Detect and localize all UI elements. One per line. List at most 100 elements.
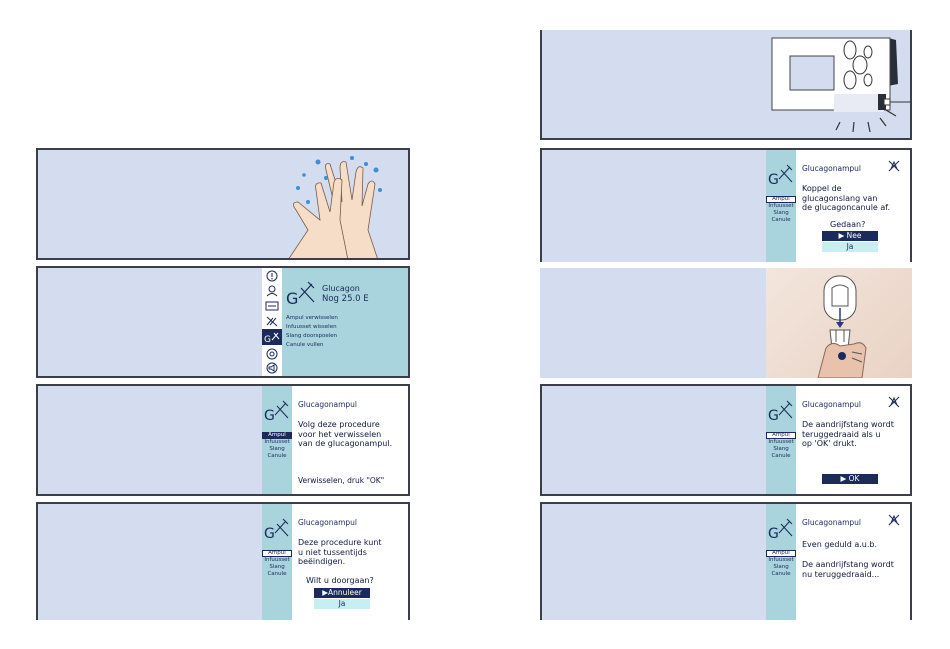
alert-icon[interactable]: [265, 270, 279, 282]
menu-item-infuusset[interactable]: Infuusset wisselen: [286, 324, 337, 330]
no-delivery-icon: [888, 396, 900, 408]
procedure-sidebar: G Ampul Infuusset Slang Canule: [262, 504, 292, 620]
menu-item-ampul[interactable]: Ampul verwisselen: [286, 315, 338, 321]
connector-photo: [766, 268, 912, 379]
sidebar-item-ampul: Ampul: [262, 550, 292, 557]
sidebar-item-canule: Canule: [771, 571, 791, 577]
sidebar-item-slang: Slang: [773, 210, 789, 216]
icon-column: G: [262, 268, 282, 376]
main-title: Glucagon: [322, 284, 360, 293]
message-line: nu teruggedraaid...: [802, 569, 880, 579]
message-line: de glucagoncanule af.: [802, 203, 891, 212]
screen-title: Glucagonampul: [802, 518, 861, 527]
washing-hands-illustration: [288, 156, 382, 258]
sidebar-item-ampul: Ampul: [766, 196, 796, 203]
message-line: van de glucagonampul.: [298, 439, 393, 448]
option-nee[interactable]: ▶ Nee: [822, 231, 878, 241]
ok-instruction: Verwisselen, druk "OK": [298, 476, 385, 485]
no-delivery-icon: [888, 514, 900, 526]
device-screen: G G Glucagon Nog 25.0 E Ampul verwissele…: [262, 268, 408, 376]
sidebar-item-slang: Slang: [269, 564, 285, 570]
screen-title: Glucagonampul: [802, 164, 861, 173]
sidebar-item-canule: Canule: [267, 571, 287, 577]
insulin-pump-illustration: [771, 37, 910, 133]
ok-button[interactable]: ▶ OK: [822, 474, 878, 484]
step-panel-pump-illustration: [540, 30, 912, 140]
svg-text:G: G: [768, 172, 779, 186]
message-line: teruggedraaid als u: [802, 429, 881, 439]
question-text: Wilt u doorgaan?: [306, 576, 374, 585]
sidebar-item-infuusset: Infuusset: [768, 439, 794, 445]
cannula-connector-illustration: [817, 275, 867, 379]
svg-text:G: G: [264, 526, 275, 540]
screen-title: Glucagonampul: [298, 518, 357, 527]
sidebar-item-ampul: Ampul: [766, 432, 796, 439]
sidebar-item-slang: Slang: [773, 564, 789, 570]
message-line: Deze procedure kunt: [298, 538, 382, 547]
step-panel-start-procedure: G Ampul Infuusset Slang Canule Glucagona…: [36, 384, 410, 496]
screen-title: Glucagonampul: [298, 400, 357, 409]
gear-icon[interactable]: [265, 348, 279, 360]
svg-text:G: G: [768, 408, 779, 422]
message-line: De aandrijfstang wordt: [802, 420, 894, 429]
message-line: glucagonslang van: [802, 193, 878, 203]
device-screen: G Ampul Infuusset Slang Canule Glucagona…: [766, 150, 910, 262]
option-ja[interactable]: Ja: [822, 242, 878, 252]
device-screen: G Ampul Infuusset Slang Canule Glucagona…: [262, 386, 408, 494]
sidebar-item-canule: Canule: [771, 217, 791, 223]
sidebar-item-infuusset: Infuusset: [264, 557, 290, 563]
main-remaining: Nog 25.0 E: [322, 294, 369, 304]
message-line: Koppel de: [802, 184, 842, 193]
speaker-icon[interactable]: [265, 362, 279, 374]
svg-text:G: G: [286, 289, 298, 306]
option-annuleer[interactable]: ▶Annuleer: [314, 588, 370, 598]
menu-item-canule[interactable]: Canule vullen: [286, 342, 324, 348]
device-screen: G Ampul Infuusset Slang Canule Glucagona…: [262, 504, 408, 620]
screen-message: Deze procedure kunt u niet tussentijds b…: [298, 538, 382, 567]
screen-title: Glucagonampul: [802, 400, 861, 409]
crossed-icon[interactable]: [265, 315, 279, 327]
glucagon-syringe-icon: G: [768, 518, 793, 540]
sidebar-item-infuusset: Infuusset: [768, 203, 794, 209]
glucagon-syringe-icon: G: [264, 518, 289, 540]
step-panel-please-wait: G Ampul Infuusset Slang Canule Glucagona…: [540, 502, 912, 620]
main-menu-list: Ampul verwisselen Infuusset wisselen Sla…: [286, 314, 338, 350]
step-panel-confirm-continue: G Ampul Infuusset Slang Canule Glucagona…: [36, 502, 410, 620]
sidebar-item-infuusset: Infuusset: [768, 557, 794, 563]
step-panel-main-menu: G G Glucagon Nog 25.0 E Ampul verwissele…: [36, 266, 410, 378]
screen-message: Volg deze procedure voor het verwisselen…: [298, 420, 392, 449]
glucagon-icon-selected[interactable]: G: [262, 329, 282, 345]
message-line: op 'OK' drukt.: [802, 439, 857, 448]
screen-message: Koppel de glucagonslang van de glucagonc…: [802, 184, 890, 213]
question-text: Gedaan?: [830, 220, 866, 229]
screen-message: De aandrijfstang wordt teruggedraaid als…: [802, 420, 894, 449]
procedure-sidebar: G Ampul Infuusset Slang Canule: [766, 150, 796, 262]
message-line: Volg deze procedure: [298, 420, 380, 429]
step-panel-disconnect: G Ampul Infuusset Slang Canule Glucagona…: [540, 148, 912, 262]
menu-item-slang[interactable]: Slang doorspoelen: [286, 333, 338, 339]
option-annuleer-label: Annuleer: [327, 588, 362, 597]
person-icon[interactable]: [265, 285, 279, 297]
screen-icon[interactable]: [265, 300, 279, 312]
sidebar-item-canule: Canule: [267, 453, 287, 459]
screen-message: De aandrijfstang wordt nu teruggedraaid.…: [802, 560, 894, 579]
svg-text:G: G: [768, 526, 779, 540]
message-line: De aandrijfstang wordt: [802, 560, 894, 569]
option-ja[interactable]: Ja: [314, 599, 370, 609]
device-screen: G Ampul Infuusset Slang Canule Glucagona…: [766, 386, 910, 494]
sidebar-item-slang: Slang: [773, 446, 789, 452]
sidebar-item-ampul: Ampul: [262, 432, 292, 439]
sidebar-item-infuusset: Infuusset: [264, 439, 290, 445]
procedure-sidebar: G Ampul Infuusset Slang Canule: [766, 386, 796, 494]
glucagon-syringe-icon: G: [768, 164, 793, 186]
svg-text:G: G: [264, 335, 271, 344]
svg-text:G: G: [264, 408, 275, 422]
option-nee-label: Nee: [846, 231, 862, 240]
step-panel-retract-rod: G Ampul Infuusset Slang Canule Glucagona…: [540, 384, 912, 496]
procedure-sidebar: G Ampul Infuusset Slang Canule: [262, 386, 292, 494]
procedure-sidebar: G Ampul Infuusset Slang Canule: [766, 504, 796, 620]
wait-message: Even geduld a.u.b.: [802, 540, 877, 549]
no-delivery-icon: [888, 160, 900, 172]
step-panel-wash-hands: [36, 148, 410, 260]
ok-button-label: OK: [848, 474, 860, 483]
